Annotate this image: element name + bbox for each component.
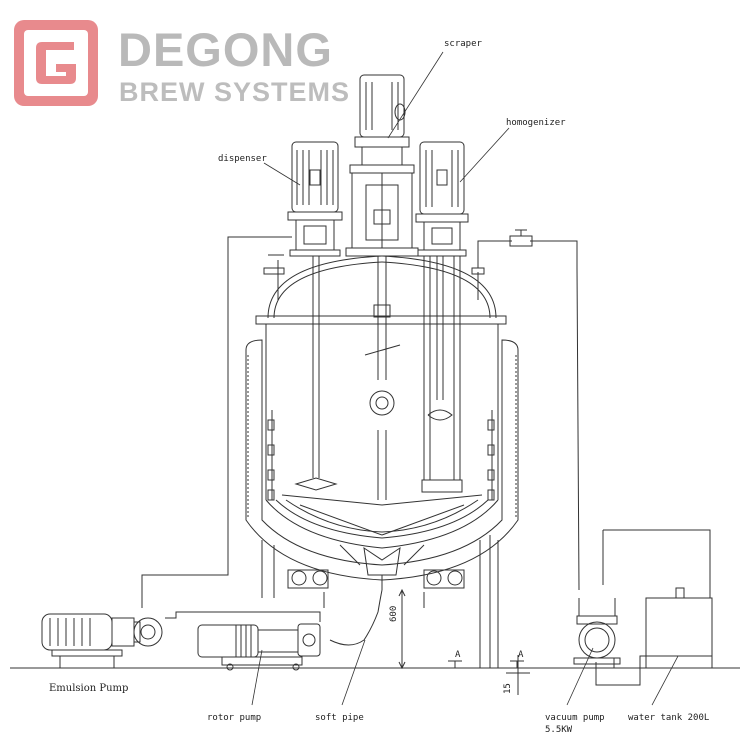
water-tank [645, 587, 713, 669]
soft-pipe-label: soft pipe [315, 713, 364, 723]
water-tank-label: water tank 200L [628, 713, 710, 723]
section-a-right: A [518, 650, 524, 660]
homogenizer-motor [415, 141, 469, 257]
emulsion-pump-label: Emulsion Pump [49, 683, 129, 694]
dimension-600: 600 [389, 605, 399, 622]
vacuum-pump-label: vacuum pump [545, 713, 605, 723]
brand-tagline: BREW SYSTEMS [119, 77, 351, 107]
dispenser-label: dispenser [218, 154, 267, 164]
top-fittings [263, 254, 485, 300]
mixing-tank [245, 255, 519, 668]
degong-logo-icon [14, 20, 98, 106]
rotor-pump-label: rotor pump [207, 713, 262, 723]
section-a-left: A [455, 650, 461, 660]
leader-lines [251, 51, 679, 706]
vacuum-pump [573, 598, 621, 665]
brand-name: DEGONG [118, 23, 333, 76]
rotor-pump [197, 623, 321, 671]
dimension-lines [398, 588, 530, 695]
homogenizer-label: homogenizer [506, 118, 566, 128]
scraper-label: scraper [444, 39, 482, 49]
dimension-15: 15 [503, 683, 513, 694]
dispenser-motor [287, 141, 343, 257]
piping [141, 229, 711, 686]
vacuum-pump-power-label: 5.5KW [545, 725, 573, 735]
emulsion-pump [41, 613, 163, 668]
scraper-motor [345, 74, 419, 257]
